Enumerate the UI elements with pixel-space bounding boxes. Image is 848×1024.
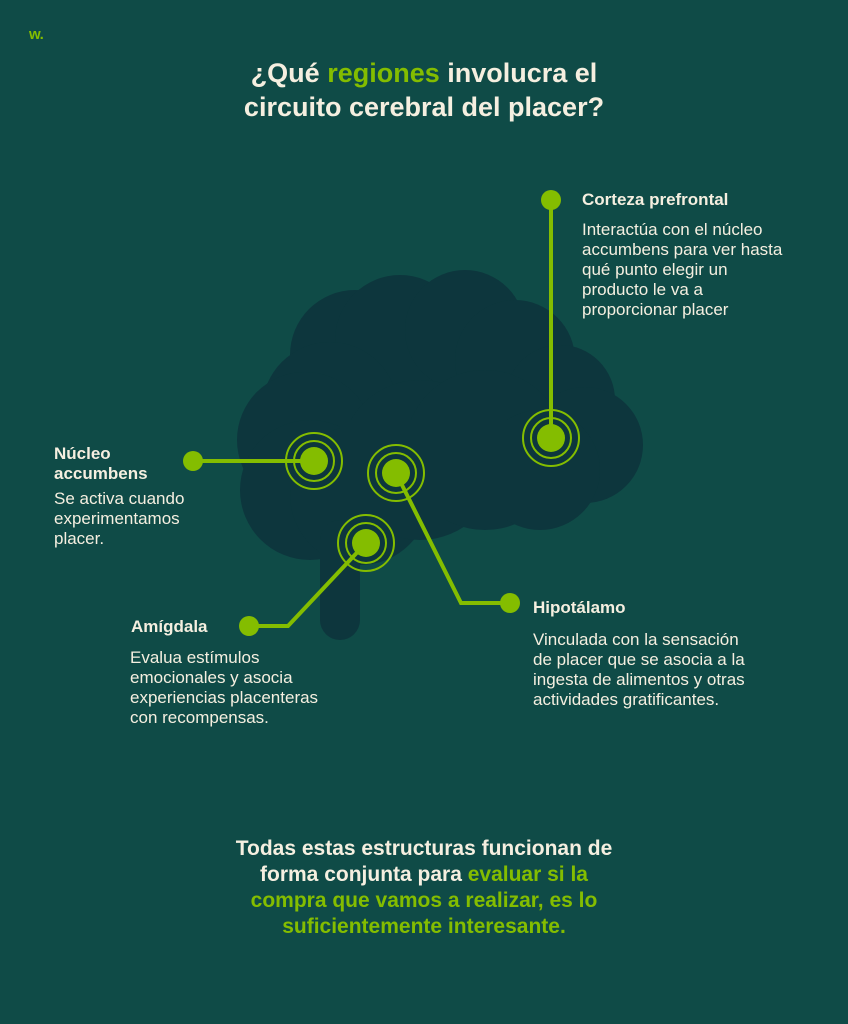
description-line: de placer que se asocia a la: [533, 650, 745, 669]
endpoint-dot-icon: [183, 451, 203, 471]
endpoint-dot-icon: [239, 616, 259, 636]
region-node-icon: [300, 447, 328, 475]
region-label-hipotalamo: Hipotálamo: [533, 598, 626, 617]
title-prefix: ¿Qué: [250, 58, 328, 88]
title-suffix: involucra el: [439, 58, 598, 88]
connector-corteza-prefrontal: [522, 190, 580, 467]
footer-line-1: Todas estas estructuras funcionan de: [235, 837, 613, 860]
footer-line-4: suficientemente interesante.: [282, 915, 566, 938]
region-node-icon: [382, 459, 410, 487]
description-line: producto le va a: [582, 280, 703, 299]
description-line: proporcionar placer: [582, 300, 729, 319]
footer-highlight-text: evaluar si la: [467, 863, 588, 886]
endpoint-dot-icon: [541, 190, 561, 210]
label-line: Núcleo: [54, 444, 111, 463]
region-node-icon: [537, 424, 565, 452]
footer-statement: Todas estas estructuras funcionan de for…: [0, 836, 848, 940]
region-label-nucleo-accumbens: Núcleo accumbens: [54, 444, 148, 484]
title-line-1: ¿Qué regiones involucra el: [0, 56, 848, 90]
description-line: con recompensas.: [130, 708, 269, 727]
pulse-ring-icon: [522, 409, 580, 467]
description-line: qué punto elegir un: [582, 260, 728, 279]
region-description-amigdala: Evalua estímulos emocionales y asocia ex…: [130, 648, 318, 728]
region-label-corteza-prefrontal: Corteza prefrontal: [582, 190, 729, 209]
title-highlight: regiones: [327, 58, 440, 88]
connector-nucleo-accumbens: [183, 432, 343, 490]
description-line: actividades gratificantes.: [533, 690, 720, 709]
pulse-ring-icon: [337, 514, 395, 572]
description-line: Evalua estímulos: [130, 648, 260, 667]
description-line: experimentamos: [54, 509, 180, 528]
title-line-2: circuito cerebral del placer?: [243, 92, 605, 122]
region-description-corteza-prefrontal: Interactúa con el núcleo accumbens para …: [582, 220, 782, 320]
description-line: emocionales y asocia: [130, 668, 293, 687]
brain-icon: [237, 270, 643, 640]
brand-logo: w.: [29, 26, 44, 43]
description-line: experiencias placenteras: [130, 688, 319, 707]
footer-line-3: compra que vamos a realizar, es lo: [250, 889, 598, 912]
pulse-ring-icon: [367, 444, 425, 502]
region-node-icon: [352, 529, 380, 557]
footer-plain-text: forma conjunta para: [260, 863, 468, 886]
description-line: placer.: [54, 529, 105, 548]
endpoint-dot-icon: [500, 593, 520, 613]
page-title: ¿Qué regiones involucra el circuito cere…: [0, 56, 848, 124]
description-line: Interactúa con el núcleo: [582, 220, 763, 239]
region-label-amigdala: Amígdala: [131, 617, 208, 636]
footer-line-2: forma conjunta para evaluar si la: [0, 862, 848, 888]
connector-hipotalamo: [367, 444, 520, 613]
description-line: ingesta de alimentos y otras: [533, 670, 745, 689]
description-line: Vinculada con la sensación: [533, 630, 739, 649]
region-description-hipotalamo: Vinculada con la sensación de placer que…: [533, 630, 745, 710]
label-line: accumbens: [54, 464, 148, 483]
connector-amigdala: [239, 514, 395, 636]
description-line: accumbens para ver hasta: [582, 240, 783, 259]
description-line: Se activa cuando: [54, 489, 185, 508]
pulse-ring-icon: [285, 432, 343, 490]
region-description-nucleo-accumbens: Se activa cuando experimentamos placer.: [54, 489, 184, 549]
